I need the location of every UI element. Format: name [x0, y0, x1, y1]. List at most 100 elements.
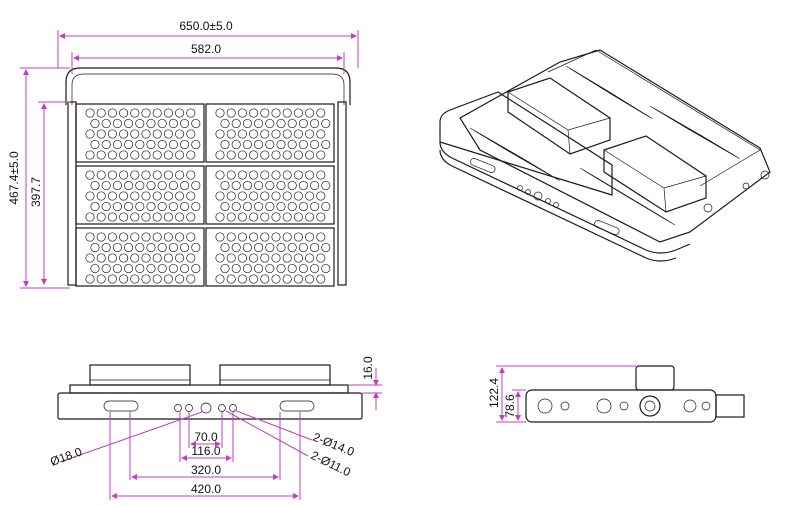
led-lens	[175, 232, 185, 242]
led-lens	[298, 242, 308, 253]
dim-module-height: 397.7	[29, 101, 70, 285]
led-lens	[152, 150, 162, 160]
led-lens	[146, 118, 156, 129]
led-lens	[316, 274, 326, 284]
led-lens	[242, 242, 252, 253]
led-lens	[316, 253, 326, 263]
led-lens	[107, 108, 117, 118]
isometric-view	[439, 49, 771, 262]
led-lens	[316, 108, 326, 118]
led-lens	[124, 263, 134, 274]
led-lens	[130, 253, 140, 263]
led-lens	[157, 201, 167, 212]
led-lens	[310, 242, 320, 253]
led-lens	[293, 274, 303, 284]
hole-large-label: Ø18.0	[48, 444, 84, 468]
module-width-label: 582.0	[191, 42, 221, 56]
led-lens	[298, 118, 308, 129]
led-lens	[293, 170, 303, 180]
led-lens	[231, 242, 241, 253]
side-view	[525, 365, 745, 423]
led-lens	[287, 242, 297, 253]
led-lens	[316, 150, 326, 160]
led-lens	[226, 150, 236, 160]
led-lens	[249, 108, 259, 118]
led-lens	[260, 191, 270, 201]
led-lens	[215, 191, 225, 201]
led-lens	[293, 253, 303, 263]
led-lens	[175, 253, 185, 263]
led-lens	[175, 170, 185, 180]
led-lens	[186, 150, 196, 160]
led-lens	[157, 263, 167, 274]
led-lens	[215, 129, 225, 139]
led-lens	[271, 232, 281, 242]
led-lens	[85, 253, 95, 263]
fin-line	[519, 156, 560, 181]
led-lens	[276, 242, 286, 253]
led-lens	[96, 129, 106, 139]
led-lens	[186, 232, 196, 242]
led-lens	[152, 170, 162, 180]
led-lens	[163, 170, 173, 180]
led-lens	[175, 274, 185, 284]
led-lens	[254, 118, 264, 129]
led-module	[205, 103, 335, 163]
led-lens	[107, 232, 117, 242]
led-lens	[254, 242, 264, 253]
led-lens	[186, 274, 196, 284]
led-lens	[220, 118, 230, 129]
led-lens	[260, 150, 270, 160]
fin-line	[634, 200, 676, 226]
led-lens	[130, 150, 140, 160]
led-lens	[254, 263, 264, 274]
led-lens	[237, 191, 247, 201]
led-lens	[191, 118, 201, 129]
led-lens	[298, 201, 308, 212]
led-lens	[316, 170, 326, 180]
led-lens	[260, 212, 270, 222]
led-lens	[276, 201, 286, 212]
led-lens	[157, 139, 167, 150]
led-lens	[237, 108, 247, 118]
led-lens	[112, 263, 122, 274]
led-lens	[271, 170, 281, 180]
led-lens	[124, 118, 134, 129]
led-lens	[152, 274, 162, 284]
led-lens	[85, 191, 95, 201]
led-lens	[180, 118, 190, 129]
module-height-label: 397.7	[29, 177, 43, 207]
led-lens	[298, 263, 308, 274]
led-lens	[168, 180, 178, 191]
led-lens	[96, 212, 106, 222]
led-lens	[191, 201, 201, 212]
led-lens	[310, 180, 320, 191]
led-lens	[107, 212, 117, 222]
led-lens	[130, 232, 140, 242]
led-lens	[135, 242, 145, 253]
led-module-grid	[75, 103, 335, 287]
led-lens	[220, 263, 230, 274]
led-lens	[310, 118, 320, 129]
led-lens	[254, 180, 264, 191]
led-lens	[226, 274, 236, 284]
led-lens	[180, 180, 190, 191]
led-lens	[316, 212, 326, 222]
led-lens	[293, 212, 303, 222]
led-lens	[163, 253, 173, 263]
heat-sink-fins	[469, 65, 740, 226]
led-lens	[215, 108, 225, 118]
span-70-label: 70.0	[194, 430, 218, 444]
led-lens	[321, 242, 331, 253]
led-lens	[85, 212, 95, 222]
led-lens	[310, 263, 320, 274]
led-lens	[282, 108, 292, 118]
led-lens	[226, 253, 236, 263]
led-lens	[186, 170, 196, 180]
led-lens	[124, 180, 134, 191]
led-lens	[316, 129, 326, 139]
led-lens	[305, 253, 315, 263]
led-lens	[265, 242, 275, 253]
led-lens	[191, 242, 201, 253]
led-lens	[249, 232, 259, 242]
